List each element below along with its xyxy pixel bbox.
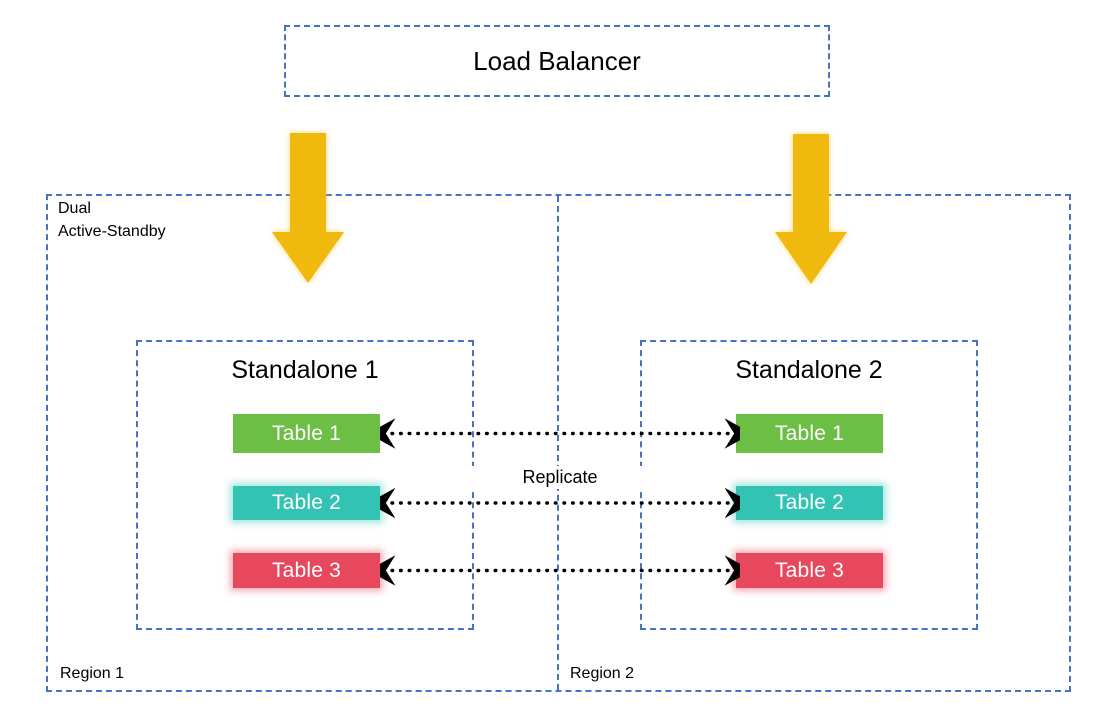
standalone-1-title: Standalone 1 xyxy=(231,356,379,384)
standalone-1-table-1[interactable]: Table 1 xyxy=(233,414,380,453)
standalone-2-table-1[interactable]: Table 1 xyxy=(736,414,883,453)
standalone-2-table-3[interactable]: Table 3 xyxy=(736,553,883,588)
region-2-label: Region 2 xyxy=(570,665,635,682)
load-balancer-label: Load Balancer xyxy=(473,46,641,76)
standalone-1-table-1-label: Table 1 xyxy=(271,421,342,445)
standalone-2-title: Standalone 2 xyxy=(735,356,883,384)
standalone-2-table-2[interactable]: Table 2 xyxy=(736,486,883,520)
standalone-1-table-3-label: Table 3 xyxy=(271,558,342,582)
traffic-arrow-left xyxy=(262,128,354,288)
replicate-label: Replicate xyxy=(440,466,680,489)
dual-active-standby-group-box[interactable] xyxy=(46,194,1071,692)
standalone-1-table-3[interactable]: Table 3 xyxy=(233,553,380,588)
region-1-label: Region 1 xyxy=(60,665,125,682)
traffic-arrow-right xyxy=(765,128,857,288)
standalone-2-table-2-label: Table 2 xyxy=(774,491,845,514)
standalone-2-table-3-label: Table 3 xyxy=(774,558,845,582)
active-standby-label-line2: Active-Standby xyxy=(58,223,166,240)
replicate-connectors xyxy=(368,404,752,604)
standalone-2-table-1-label: Table 1 xyxy=(774,421,845,445)
standalone-1-table-2-label: Table 2 xyxy=(271,491,342,514)
dual-label-line1: Dual xyxy=(58,200,91,217)
standalone-1-table-2[interactable]: Table 2 xyxy=(233,486,380,520)
load-balancer-box[interactable] xyxy=(284,25,830,97)
